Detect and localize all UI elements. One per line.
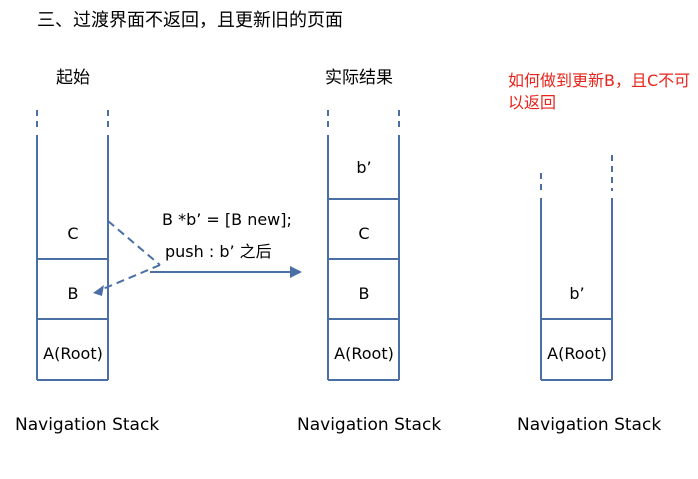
stack-3-caption: Navigation Stack: [517, 415, 662, 435]
stack-1-cell-c: C: [67, 224, 79, 243]
stack-2-frame: [327, 110, 400, 381]
stack-3-cell-b-prime: b’: [569, 284, 585, 303]
dashed-return-arrow: [97, 220, 161, 292]
stack-2-cell-b-prime: b’: [356, 158, 372, 177]
push-arrow-head: [290, 266, 302, 278]
stack-2-title: 实际结果: [325, 68, 393, 88]
dashed-arrow-head: [93, 285, 104, 296]
stack-3-cell-root: A(Root): [547, 344, 607, 363]
stack-1-cell-root: A(Root): [43, 344, 103, 363]
stack-1-caption: Navigation Stack: [15, 415, 160, 435]
stack-2-cell-c: C: [358, 224, 370, 243]
annotation-code-line: B *b’ = [B new];: [162, 210, 292, 229]
stack-1-cell-b: B: [67, 284, 79, 303]
annotation-push-line: push : b’ 之后: [165, 242, 272, 261]
stack-2-cell-root: A(Root): [334, 344, 394, 363]
stack-1-frame: [36, 110, 109, 381]
stack-1-title: 起始: [56, 68, 90, 88]
stack-3-frame: [540, 155, 613, 381]
stack-2-caption: Navigation Stack: [297, 415, 442, 435]
page-heading: 三、过渡界面不返回，且更新旧的页面: [37, 10, 343, 31]
stack-2-cell-b: B: [358, 284, 370, 303]
stack-3-question: 如何做到更新B，且C不可以返回: [508, 71, 691, 112]
